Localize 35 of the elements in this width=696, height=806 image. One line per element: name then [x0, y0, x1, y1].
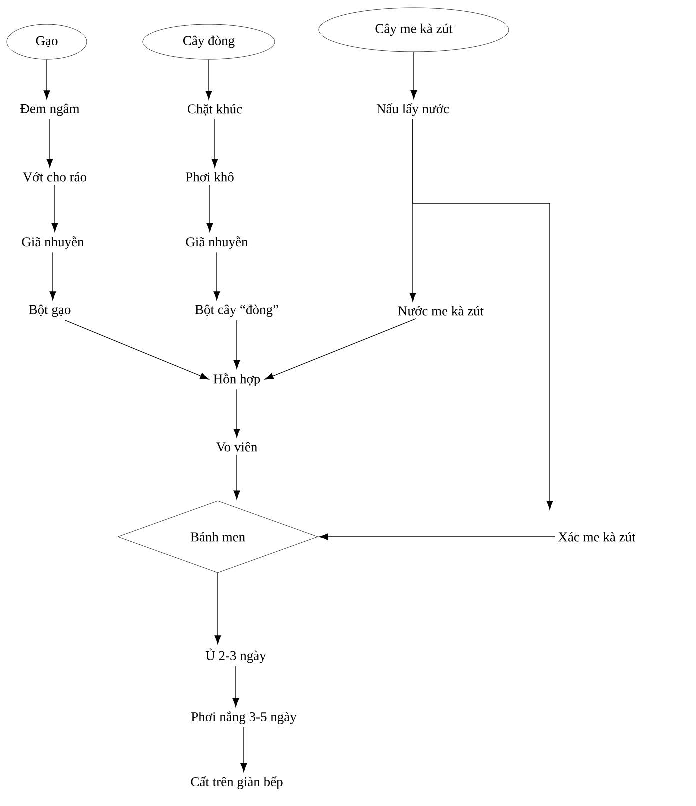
- step-label: Phơi khô: [186, 172, 234, 182]
- arrow: [52, 184, 58, 232]
- arrow: [214, 252, 220, 300]
- arrow: [64, 320, 210, 380]
- step-label: Vo viên: [216, 442, 258, 452]
- arrow: [44, 59, 50, 100]
- step-label: Phơi nắng 3-5 ngày: [192, 712, 297, 724]
- arrow: [50, 252, 56, 300]
- arrow: [206, 184, 214, 232]
- arrow: [264, 318, 416, 380]
- arrow: [206, 59, 212, 100]
- step-label: Giã nhuyễn: [186, 236, 248, 250]
- arrow: [214, 572, 222, 644]
- step-label: Vớt cho ráo: [23, 172, 87, 182]
- arrow: [240, 727, 248, 772]
- step-label: Đem ngâm: [20, 104, 80, 116]
- step-label: Cất trên giàn bếp: [191, 776, 283, 790]
- arrow: [412, 119, 554, 510]
- arrow: [234, 320, 240, 370]
- step-label: Ủ 2-3 ngày: [206, 648, 266, 664]
- step-label: Hỗn hợp: [214, 374, 260, 386]
- arrow: [232, 666, 240, 708]
- step-label: Bột gạo: [29, 304, 71, 318]
- arrow: [234, 389, 240, 438]
- arrow: [46, 119, 54, 168]
- arrow: [234, 454, 240, 500]
- step-label: Xác me kà zút: [558, 532, 636, 542]
- step-label: Nấu lấy nước: [376, 104, 450, 116]
- arrow: [410, 52, 418, 100]
- arrow: [319, 534, 556, 540]
- step-label: Bột cây “đòng”: [195, 304, 278, 318]
- step-label: Giã nhuyễn: [22, 236, 84, 250]
- step-label: Chặt khúc: [188, 104, 242, 116]
- arrow: [212, 118, 218, 168]
- step-label: Nước me kà zút: [398, 306, 484, 316]
